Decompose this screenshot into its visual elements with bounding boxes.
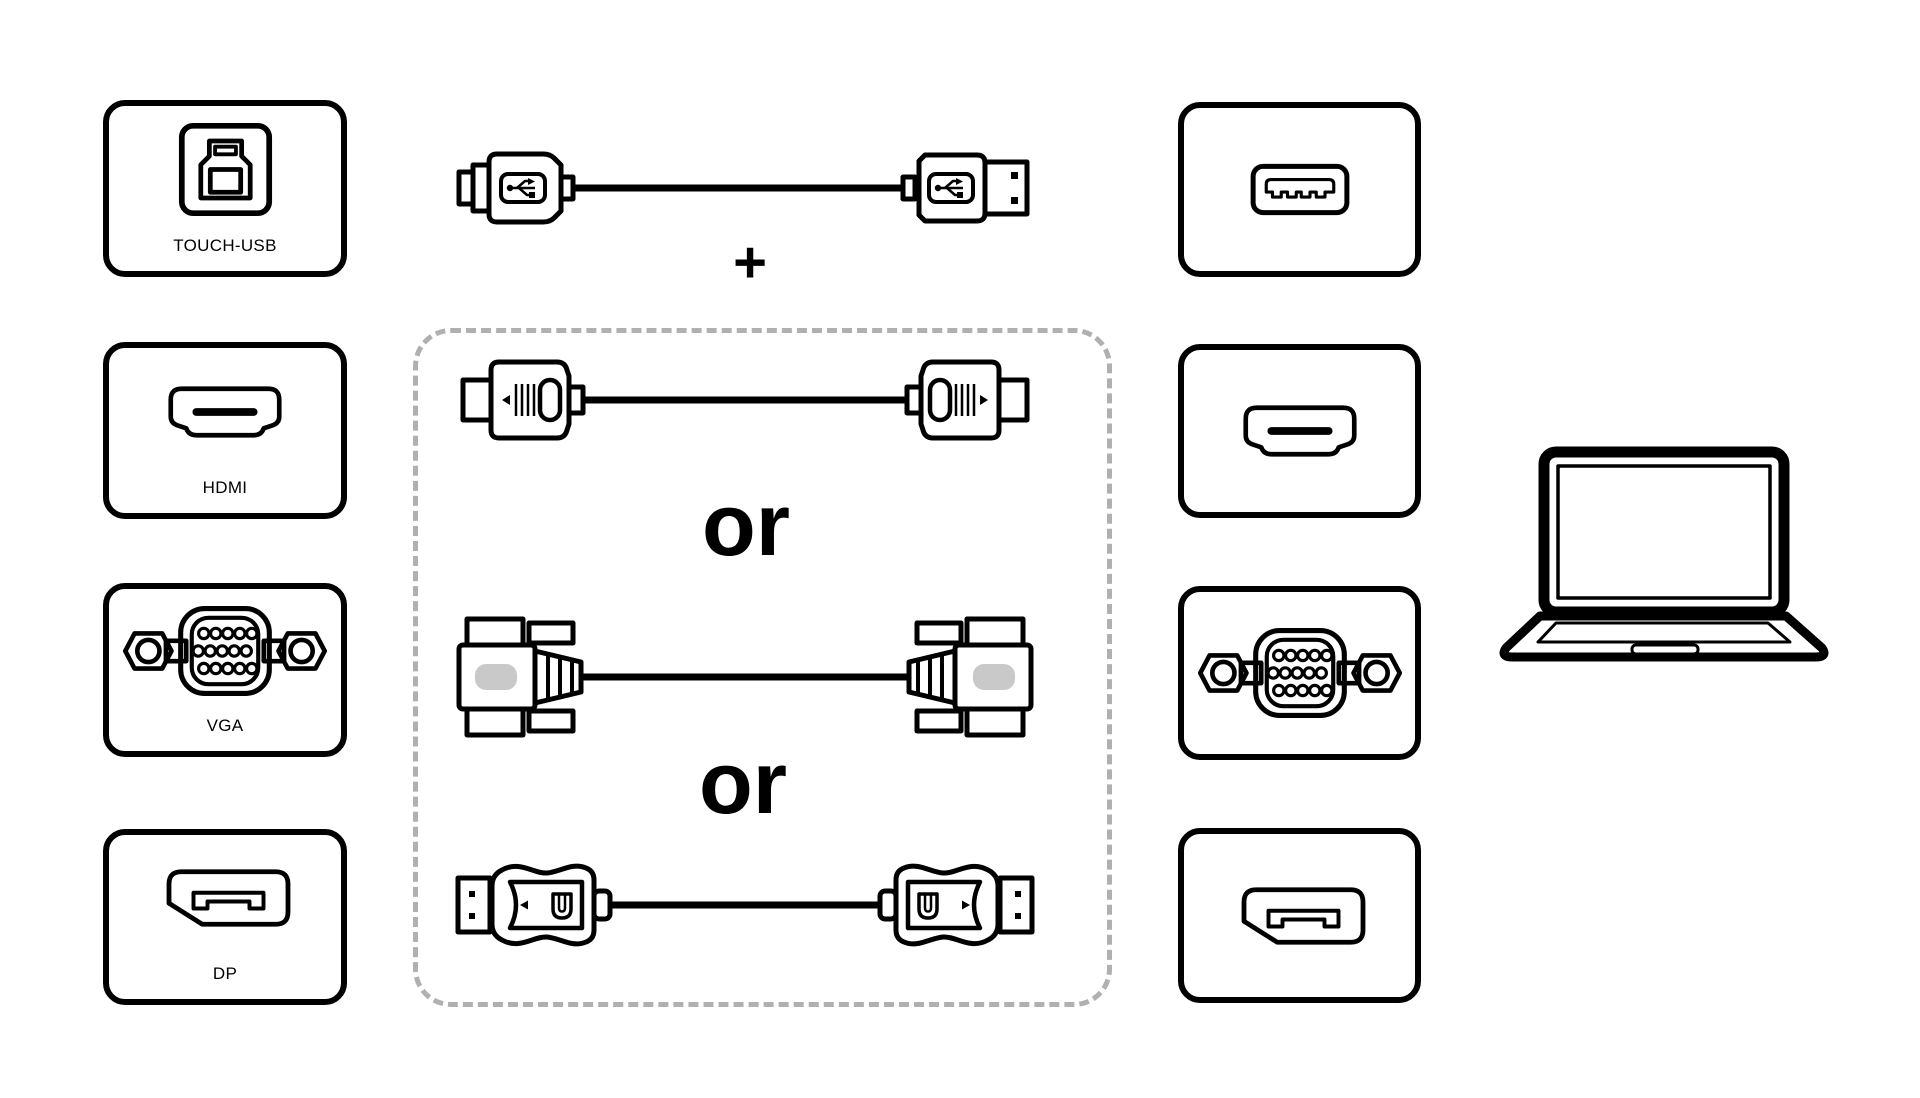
- port-card-touch-usb: TOUCH-USB: [103, 100, 347, 277]
- usb-a-port-icon: [1184, 108, 1415, 271]
- dp-port-icon: [109, 835, 341, 961]
- port-card-dp-laptop: [1178, 828, 1421, 1003]
- or-operator-1: or: [702, 475, 790, 574]
- alternative-cables-group: [413, 328, 1112, 1007]
- port-card-vga: VGA: [103, 583, 347, 757]
- usb-trident-icon: [934, 178, 963, 198]
- port-label: VGA: [206, 716, 244, 735]
- displayport-cable: [450, 850, 1040, 960]
- usb-trident-icon: [506, 178, 535, 198]
- port-card-usb-a: [1178, 102, 1421, 277]
- port-label: HDMI: [202, 478, 248, 497]
- vga-cable: [455, 615, 1035, 739]
- port-label: DP: [212, 964, 238, 983]
- hdmi-cable: [455, 350, 1035, 450]
- laptop-icon: [1492, 446, 1836, 664]
- vga-port-icon: [109, 589, 341, 713]
- or-operator-2: or: [699, 733, 787, 832]
- vga-port-icon: [1184, 592, 1415, 754]
- usb-b-port-icon: [109, 106, 341, 233]
- hdmi-port-icon: [1184, 350, 1415, 512]
- dp-port-icon: [1184, 834, 1415, 997]
- port-card-hdmi-laptop: [1178, 344, 1421, 518]
- usb-touch-cable: [455, 138, 1035, 238]
- plus-operator: +: [733, 230, 767, 295]
- port-card-dp: DP: [103, 829, 347, 1005]
- port-card-vga-laptop: [1178, 586, 1421, 760]
- port-card-hdmi: HDMI: [103, 342, 347, 519]
- port-label: TOUCH-USB: [173, 236, 277, 255]
- hdmi-port-icon: [109, 348, 341, 475]
